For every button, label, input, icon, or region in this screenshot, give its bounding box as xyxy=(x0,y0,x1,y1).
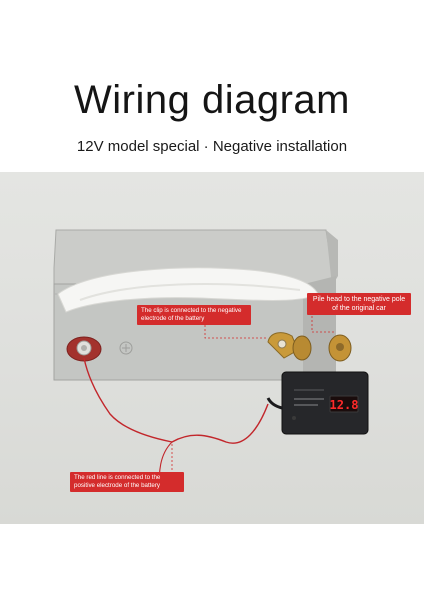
positive-bolt xyxy=(81,345,87,351)
wiring-photo: 12.8 The clip is connected to the negati… xyxy=(0,172,424,524)
device-screw xyxy=(292,416,296,420)
page-title: Wiring diagram xyxy=(74,78,350,122)
voltage-digits: 12.8 xyxy=(330,398,359,412)
device-label-a xyxy=(294,398,324,400)
battery-switch-device xyxy=(281,371,369,435)
clip-bolt xyxy=(277,339,287,349)
device-cable xyxy=(266,397,283,410)
pile-head-bolt xyxy=(336,343,344,351)
callout-red-line: The red line is connected to the positiv… xyxy=(70,472,184,492)
device-label-b xyxy=(294,404,318,406)
voltage-display xyxy=(329,395,359,413)
brass-terminal-left xyxy=(292,335,312,361)
page-subtitle: 12V model special · Negative installatio… xyxy=(76,138,348,155)
battery-lid-side xyxy=(326,230,338,286)
strap-fold xyxy=(79,283,301,301)
callout-clip: The clip is connected to the negative el… xyxy=(137,305,251,325)
plus-mark xyxy=(119,341,133,355)
wiring-illustration: 12.8 xyxy=(53,229,369,493)
callout-pile-head: Pile head to the negative pole of the or… xyxy=(307,293,411,315)
leader-pile-head xyxy=(311,312,336,333)
